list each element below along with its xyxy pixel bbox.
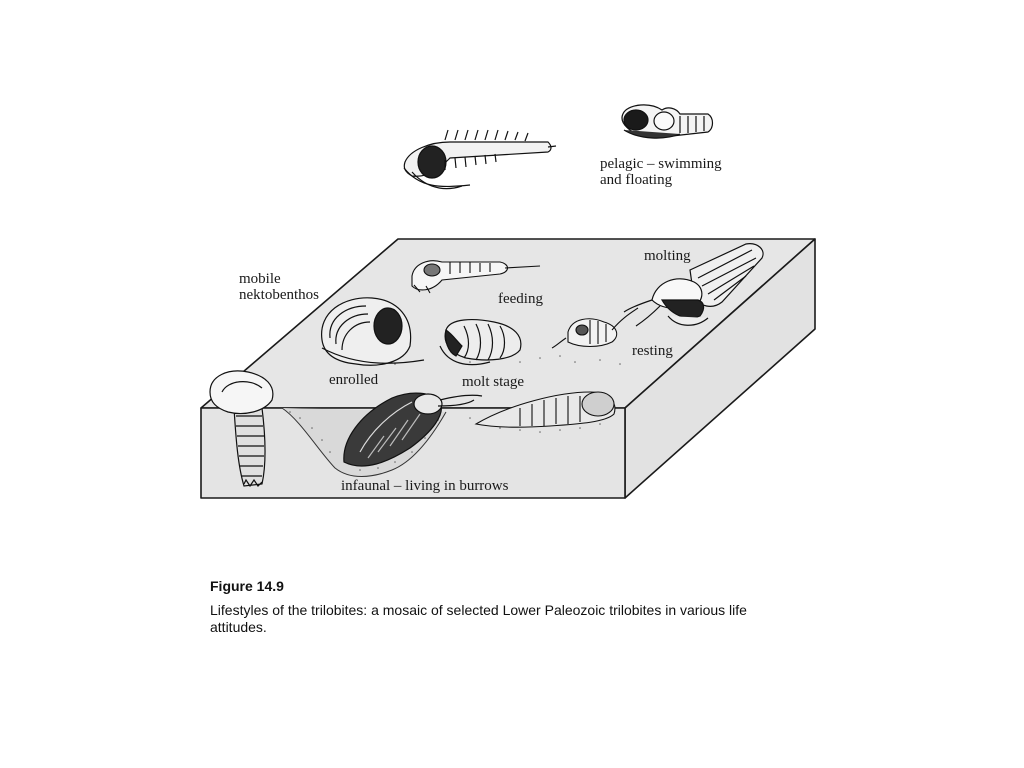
burrowing-trilobite-illustration: [343, 392, 483, 467]
pelagic-floating-trilobite-illustration: [621, 104, 714, 139]
label-resting: resting: [632, 343, 673, 359]
resting-trilobite-illustration: [551, 307, 639, 349]
feeding-trilobite-illustration: [411, 260, 541, 294]
enrolled-trilobite-illustration: [321, 297, 425, 366]
label-mobile-line1: mobile: [239, 271, 281, 287]
label-molt-stage: molt stage: [462, 374, 524, 390]
label-infaunal: infaunal – living in burrows: [341, 478, 509, 494]
label-feeding: feeding: [498, 291, 543, 307]
figure-number: Figure 14.9: [210, 578, 284, 594]
figure-caption-block: Figure 14.9 Lifestyles of the trilobites…: [210, 578, 770, 636]
molting-trilobite-illustration: [623, 243, 764, 327]
molt-stage-trilobite-illustration: [439, 319, 522, 366]
label-pelagic-line2: and floating: [600, 172, 673, 188]
crawling-trilobite-illustration: [474, 391, 616, 428]
label-mobile-line2: nektobenthos: [239, 287, 319, 303]
label-pelagic-line1: pelagic – swimming: [600, 156, 722, 172]
label-molting: molting: [644, 248, 691, 264]
vertical-burrowing-trilobite-illustration: [209, 370, 274, 488]
pelagic-swimming-trilobite-illustration: [403, 129, 557, 190]
sediment-stipple: [289, 354, 621, 471]
figure-caption-text: Lifestyles of the trilobites: a mosaic o…: [210, 602, 747, 635]
label-enrolled: enrolled: [329, 372, 379, 388]
